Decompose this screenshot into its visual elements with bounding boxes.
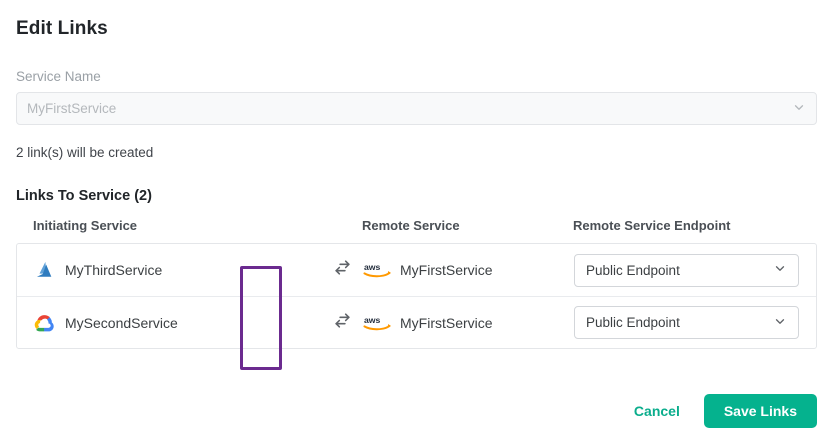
chevron-down-icon [792,100,806,117]
links-table-wrap: Initiating Service Remote Service Remote… [16,218,817,350]
section-heading: Links To Service (2) [16,188,152,205]
endpoint-value: Public Endpoint [586,262,680,278]
aws-icon: aws [363,260,392,280]
remote-service-name: MyFirstService [400,314,493,331]
google-cloud-icon [34,312,56,334]
swap-direction-button[interactable] [321,244,363,296]
links-count-info: 2 link(s) will be created [16,145,154,161]
remote-service-endpoint-cell: Public Endpoint [574,244,801,296]
endpoint-select[interactable]: Public Endpoint [574,306,799,340]
svg-text:aws: aws [364,262,381,272]
initiating-service-name: MyThirdService [65,262,163,279]
remote-service-endpoint-cell: Public Endpoint [574,297,801,348]
service-name-value: MyFirstService [27,101,117,117]
initiating-service-cell: MyThirdService [17,244,321,296]
remote-service-cell: aws MyFirstService [363,297,574,348]
page-title: Edit Links [16,18,108,39]
column-header-initiating-service: Initiating Service [33,218,138,234]
svg-text:aws: aws [364,315,381,325]
endpoint-value: Public Endpoint [586,315,680,331]
service-name-label: Service Name [16,68,101,84]
dialog-actions: Cancel Save Links [630,394,817,428]
azure-icon [34,259,56,281]
cancel-button[interactable]: Cancel [630,397,684,425]
links-table: MyThirdService a [16,243,817,350]
column-header-remote-service: Remote Service [362,218,460,234]
chevron-down-icon [773,314,787,331]
service-name-field-block: Service Name MyFirstService [16,68,817,126]
remote-service-cell: aws MyFirstService [363,244,574,296]
service-name-select[interactable]: MyFirstService [16,92,817,126]
save-links-button[interactable]: Save Links [703,394,817,428]
column-header-remote-service-endpoint: Remote Service Endpoint [573,218,731,234]
endpoint-select[interactable]: Public Endpoint [574,253,799,287]
table-row: MySecondService [17,296,816,348]
swap-direction-button[interactable] [321,297,363,348]
chevron-down-icon [773,262,787,279]
remote-service-name: MyFirstService [400,262,493,279]
swap-arrows-icon [333,311,352,335]
aws-icon: aws [363,313,392,333]
table-header-row: Initiating Service Remote Service Remote… [16,218,817,243]
swap-arrows-icon [333,258,352,282]
table-row: MyThirdService a [17,244,816,296]
initiating-service-cell: MySecondService [17,297,321,348]
initiating-service-name: MySecondService [65,314,178,331]
